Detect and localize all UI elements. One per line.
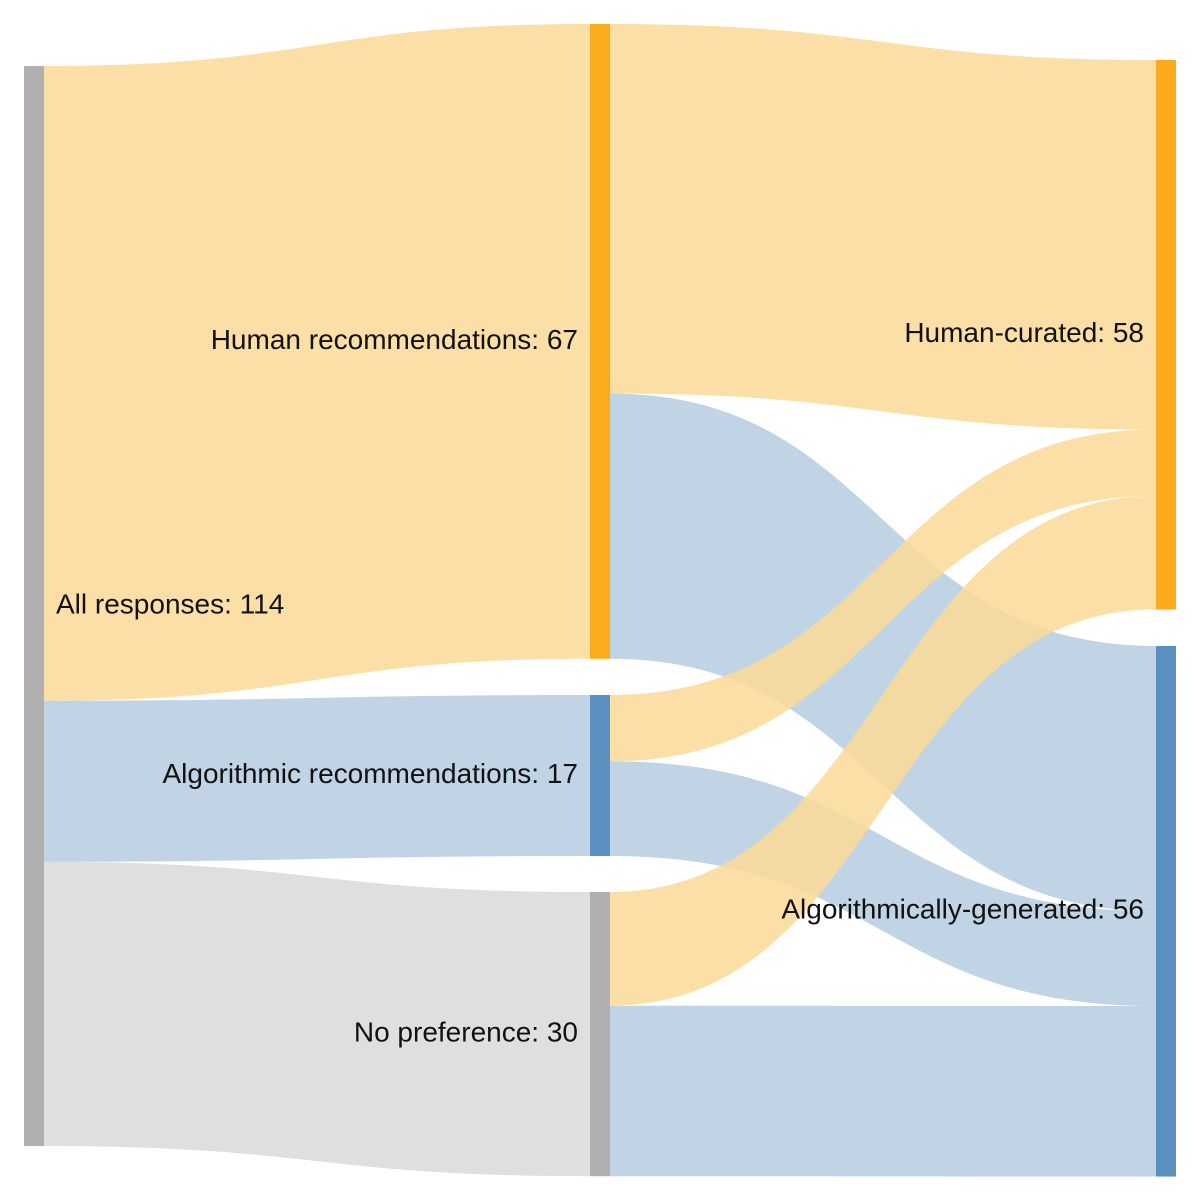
- link-no-pref-to-human-cur: [610, 495, 1156, 1006]
- label-human-rec: Human recommendations: 67: [211, 324, 578, 355]
- node-human-rec: [590, 24, 610, 659]
- link-all-to-algo-rec: [44, 695, 590, 862]
- node-algo-gen: [1156, 646, 1176, 1177]
- label-algo-gen: Algorithmically-generated: 56: [781, 894, 1144, 925]
- sankey-labels: All responses: 114 Human recommendations:…: [56, 317, 1144, 1047]
- link-algo-rec-to-algo-gen: [610, 761, 1156, 1007]
- node-algo-rec: [590, 695, 610, 857]
- link-human-rec-to-algo-gen: [610, 393, 1156, 912]
- link-human-rec-to-human-cur: [610, 24, 1156, 430]
- link-no-pref-to-algo-gen: [610, 1005, 1156, 1177]
- link-all-to-human-rec: [44, 24, 590, 701]
- link-algo-rec-to-human-cur: [610, 429, 1156, 762]
- node-human-cur: [1156, 60, 1176, 610]
- sankey-links: [44, 24, 1156, 1177]
- node-no-pref: [590, 892, 610, 1177]
- label-all: All responses: 114: [56, 588, 284, 619]
- node-all: [24, 66, 44, 1147]
- link-all-to-no-pref: [44, 861, 590, 1177]
- sankey-nodes: [24, 24, 1176, 1177]
- label-algo-rec: Algorithmic recommendations: 17: [162, 758, 578, 789]
- label-human-cur: Human-curated: 58: [904, 317, 1144, 348]
- label-no-pref: No preference: 30: [354, 1017, 578, 1048]
